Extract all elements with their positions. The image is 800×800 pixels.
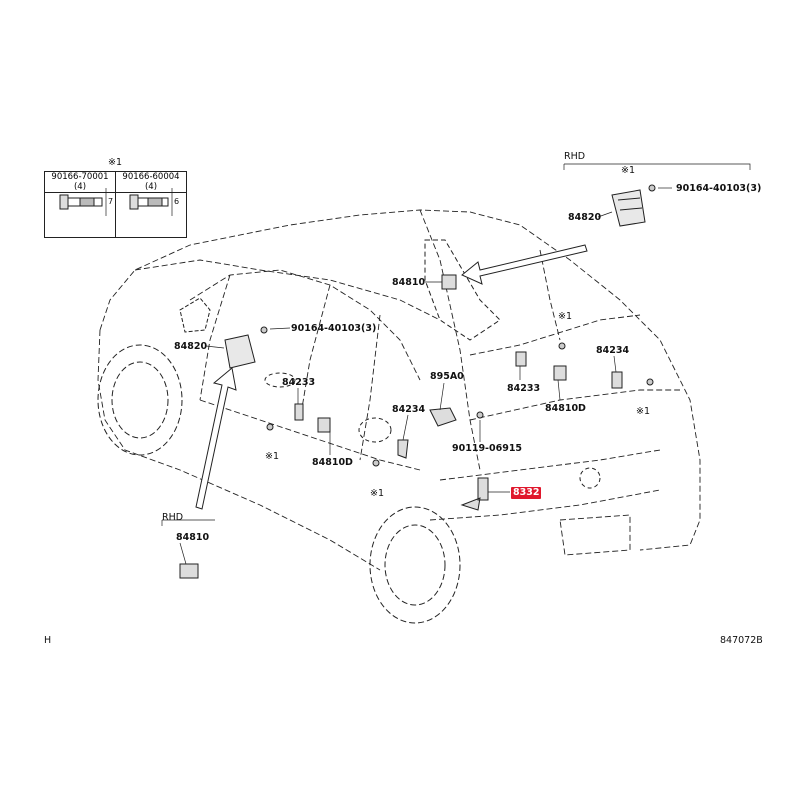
part-84234-b — [611, 371, 623, 389]
mark-4: ※1 — [636, 406, 651, 417]
car-body-outline — [97, 209, 701, 571]
callout-84810[interactable]: 84810 — [392, 277, 426, 288]
callout-895a0[interactable]: 895A0 — [430, 371, 464, 382]
mark-1: ※1 — [265, 451, 280, 462]
part-84810-rhd — [179, 563, 199, 579]
part-84810d-b — [553, 365, 567, 381]
fastener-part-1[interactable]: 90166-70001 (4) — [44, 171, 116, 193]
callout-84234-a[interactable]: 84234 — [392, 404, 426, 415]
rear-wheel-left — [97, 344, 183, 456]
part-84234-a — [397, 439, 409, 459]
fastener-pic-2 — [115, 192, 187, 238]
part-84820-rhd — [611, 189, 646, 227]
part-84820 — [224, 334, 256, 369]
interior-trim — [424, 239, 501, 341]
part-84810 — [441, 274, 457, 290]
callout-84233-b[interactable]: 84233 — [507, 383, 541, 394]
screw-icons — [260, 184, 656, 467]
callout-84810d-a[interactable]: 84810D — [312, 457, 353, 468]
corner-left-label: H — [44, 635, 52, 646]
callout-90164[interactable]: 90164-40103(3) — [291, 323, 377, 334]
part-highlighted-sensor — [460, 477, 489, 511]
fastener-dim-2: 6 — [174, 197, 180, 206]
fastener-mark: ※1 — [108, 157, 123, 168]
fastener-dim-1: 7 — [108, 197, 114, 206]
callout-84810-rhd[interactable]: 84810 — [176, 532, 210, 543]
callout-90164-rhd[interactable]: 90164-40103(3) — [676, 183, 762, 194]
callout-84810d-b[interactable]: 84810D — [545, 403, 586, 414]
leader-lines — [161, 163, 751, 565]
side-mirror — [179, 297, 211, 333]
rhd-label-top: RHD — [564, 151, 586, 162]
fastener-table: 90166-70001 (4) 90166-60004 (4) — [44, 171, 187, 238]
figure-code: 847072B — [720, 635, 763, 646]
callout-90119[interactable]: 90119-06915 — [452, 443, 523, 454]
mark-2: ※1 — [370, 488, 385, 499]
mark-5: ※1 — [621, 165, 636, 176]
arrow-to-rhd-handle — [461, 244, 588, 285]
fastener-part-2[interactable]: 90166-60004 (4) — [115, 171, 187, 193]
part-84233-b — [515, 351, 527, 367]
callout-84820[interactable]: 84820 — [174, 341, 208, 352]
door-handle — [264, 372, 601, 489]
part-84233-a — [294, 403, 304, 421]
part-895a0 — [429, 407, 457, 427]
callout-84234-b[interactable]: 84234 — [596, 345, 630, 356]
rear-wheel-right — [369, 506, 461, 624]
callout-84820-rhd[interactable]: 84820 — [568, 212, 602, 223]
arrow-from-rhd-part — [195, 367, 237, 510]
mark-3: ※1 — [558, 311, 573, 322]
part-84810d-a — [317, 417, 331, 433]
fastener-pic-1 — [44, 192, 116, 238]
callout-highlighted[interactable]: 8332 — [511, 487, 542, 499]
callout-84233-a[interactable]: 84233 — [282, 377, 316, 388]
rhd-label-bottom: RHD — [162, 512, 184, 523]
